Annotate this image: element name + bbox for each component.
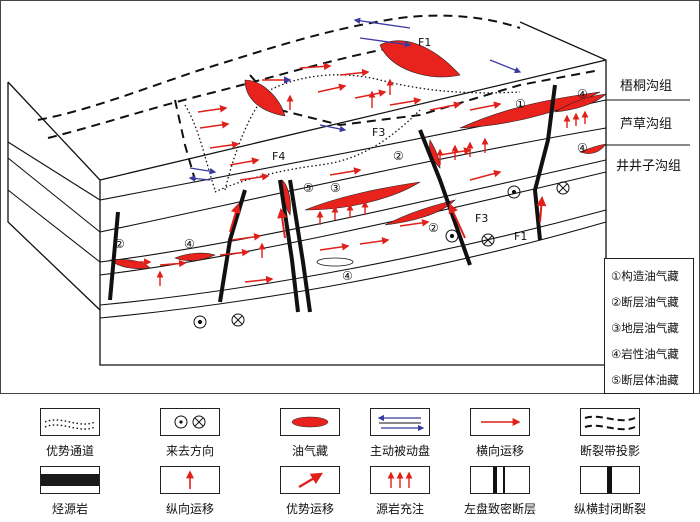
fault-label: F3 xyxy=(475,212,488,225)
lateral-migration-swatch xyxy=(470,408,530,436)
fault-label: F4 xyxy=(272,150,285,163)
legend-item-active-passive-wall: 主动被动盘 xyxy=(345,408,475,464)
block-diagram: F1 F4 F3 F1 F3 ① ④ ④ ② ⑤ ③ ② ② ④ ④ xyxy=(7,14,690,366)
tight-fault-swatch xyxy=(470,466,530,494)
lateral-migration-arrows xyxy=(120,62,502,284)
legend-item-sealed-fault: 纵横封闭断裂 xyxy=(555,466,685,522)
dominant-channel-swatch xyxy=(40,408,100,436)
dominant-migration-swatch xyxy=(280,466,340,494)
source-rock-swatch xyxy=(40,466,100,494)
svg-text:②: ② xyxy=(393,149,404,163)
fracture-projection-swatch xyxy=(580,408,640,436)
legend-item-vertical-migration: 纵向运移 xyxy=(135,466,265,522)
legend-item-footwall-tight-fault: 左盘致密断层 xyxy=(445,466,575,522)
reservoir-type-item: ④岩性油气藏 xyxy=(611,347,679,361)
oil-gas-pools xyxy=(109,40,607,270)
lens-body xyxy=(316,257,354,267)
formation-label-lucaogou: 芦草沟组 xyxy=(620,117,673,132)
legend-item-dominant-migration: 优势运移 xyxy=(255,466,385,522)
legend-item-fracture-zone-projection: 断裂带投影 xyxy=(555,408,685,464)
reservoir-type-item: ①构造油气藏 xyxy=(611,269,679,283)
svg-text:②: ② xyxy=(114,237,125,251)
legend-label: 烃源岩 xyxy=(51,502,88,516)
legend-label: 左盘致密断层 xyxy=(463,502,536,516)
svg-text:⑤: ⑤ xyxy=(303,181,314,195)
formation-label-jingjingzigou: 井井子沟组 xyxy=(616,159,682,174)
dominant-migration-arrows xyxy=(229,196,547,239)
formation-label-wutonggou: 梧桐沟组 xyxy=(620,79,673,94)
direction-swatch xyxy=(160,408,220,436)
vertical-migration-swatch xyxy=(160,466,220,494)
legend-label: 优势通道 xyxy=(45,444,94,458)
charging-swatch xyxy=(370,466,430,494)
legend-label: 断裂带投影 xyxy=(579,444,640,458)
reservoir-type-box: ①构造油气藏 ②断层油气藏 ③地层油气藏 ④岩性油气藏 ⑤断层体油藏 xyxy=(604,258,694,394)
legend-item-in-out-direction: 来去方向 xyxy=(135,408,265,464)
vertical-migration-arrows xyxy=(156,78,589,286)
reservoir-type-item: ⑤断层体油藏 xyxy=(611,373,679,387)
svg-text:④: ④ xyxy=(577,87,588,101)
fault-labels: F1 F4 F3 F1 F3 xyxy=(272,36,527,243)
legend-label: 来去方向 xyxy=(165,444,214,458)
reservoir-type-item: ②断层油气藏 xyxy=(611,295,679,309)
direction-symbols xyxy=(193,181,570,329)
legend-label: 纵横封闭断裂 xyxy=(573,502,646,516)
fault-label: F3 xyxy=(372,126,385,139)
legend-item-source-rock-charging: 源岩充注 xyxy=(345,466,475,522)
block-outline xyxy=(7,21,607,366)
dominant-channels xyxy=(184,74,521,193)
type-markers: ① ④ ④ ② ⑤ ③ ② ② ④ ④ xyxy=(114,87,588,283)
legend-item-source-rock: 烃源岩 xyxy=(15,466,145,522)
sealed-fault-swatch xyxy=(580,466,640,494)
svg-text:③: ③ xyxy=(330,181,341,195)
svg-text:②: ② xyxy=(428,221,439,235)
active-passive-arrows xyxy=(188,17,522,182)
reservoir-type-item: ③地层油气藏 xyxy=(611,321,679,335)
legend-label: 源岩充注 xyxy=(375,502,424,516)
legend-item-oil-gas-pool: 油气藏 xyxy=(255,408,385,464)
legend-item-lateral-migration: 横向运移 xyxy=(445,408,575,464)
svg-text:④: ④ xyxy=(577,141,588,155)
legend-label: 主动被动盘 xyxy=(369,444,430,458)
formation-ticks xyxy=(606,99,690,146)
legend-label: 优势运移 xyxy=(285,502,334,516)
oil-gas-pool-swatch xyxy=(280,408,340,436)
svg-text:④: ④ xyxy=(184,237,195,251)
faults xyxy=(108,84,557,313)
svg-text:④: ④ xyxy=(342,269,353,283)
fault-label: F1 xyxy=(514,230,527,243)
fault-label: F1 xyxy=(418,36,431,49)
legend-label: 纵向运移 xyxy=(165,502,214,516)
legend-item-dominant-channel: 优势通道 xyxy=(15,408,145,464)
svg-text:①: ① xyxy=(515,97,526,111)
legend-label: 横向运移 xyxy=(475,444,524,458)
active-passive-swatch xyxy=(370,408,430,436)
legend-label: 油气藏 xyxy=(291,444,328,458)
